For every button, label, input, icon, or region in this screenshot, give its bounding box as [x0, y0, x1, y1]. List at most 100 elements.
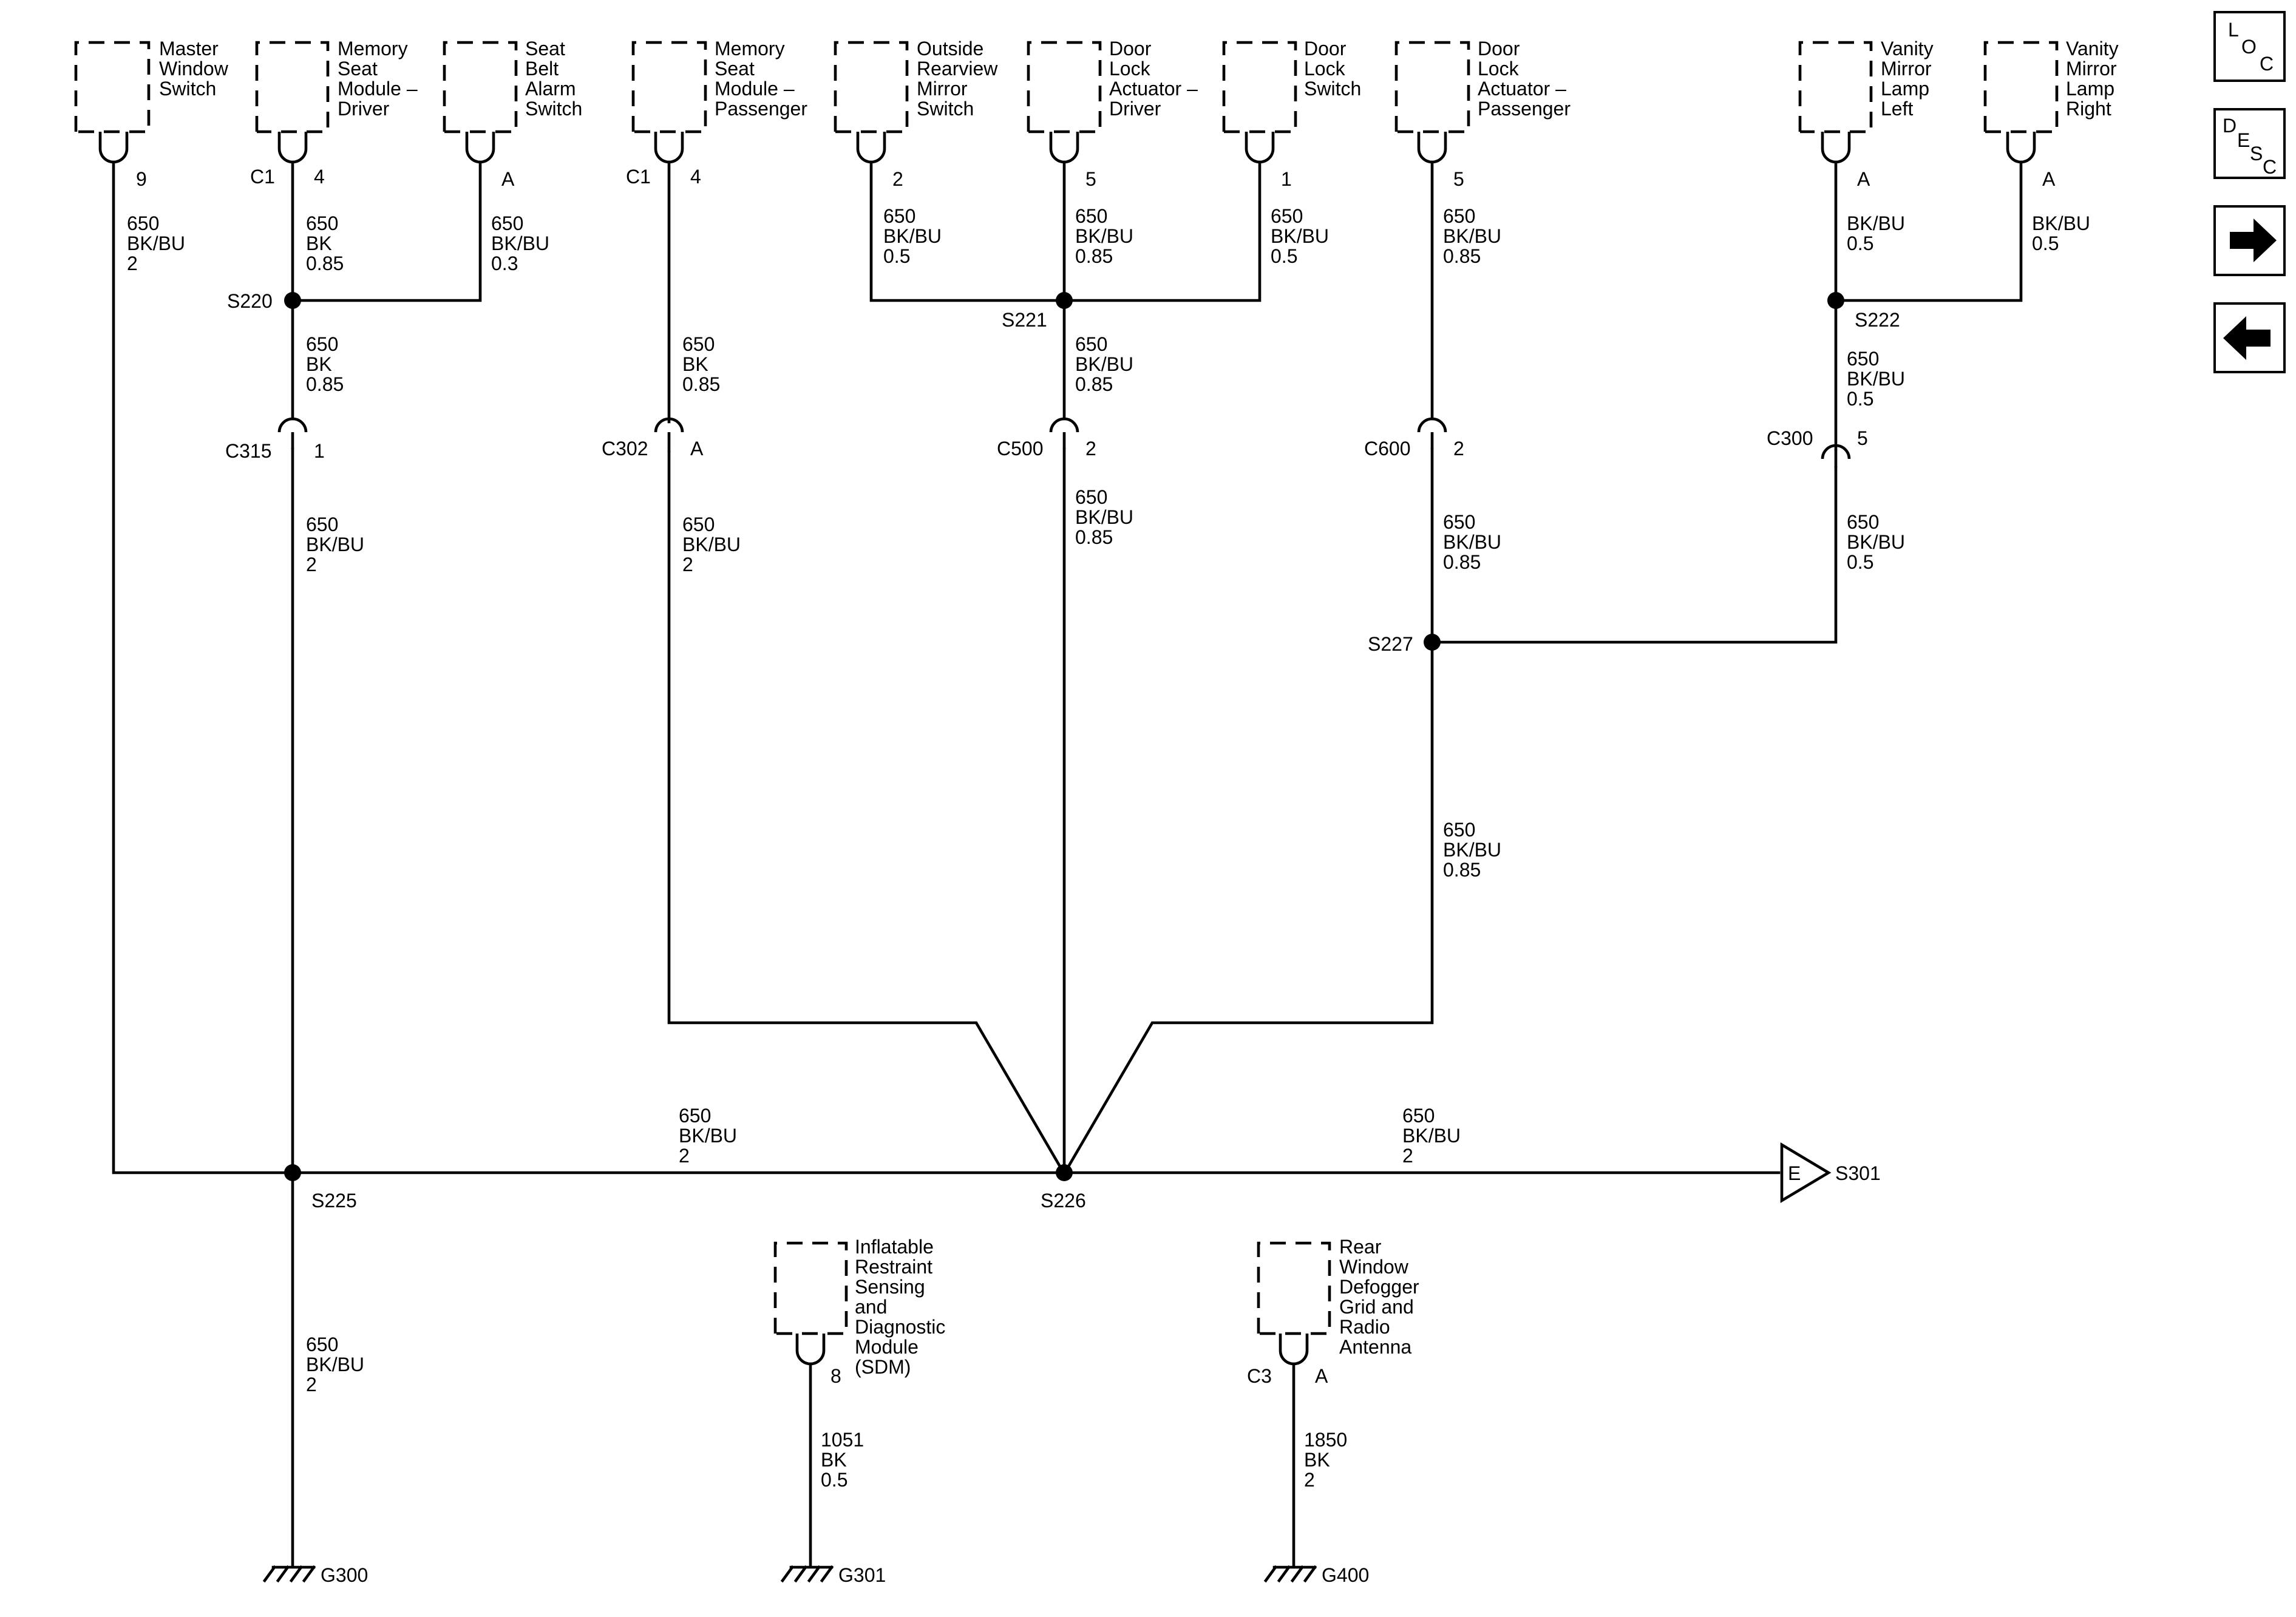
wire-color: BK/BU: [679, 1125, 737, 1147]
wire-circuit: 650: [127, 212, 159, 234]
wire-color: BK: [682, 353, 708, 375]
component-label-line: Sensing: [855, 1276, 925, 1298]
door-lock-switch-component: Door Lock Switch: [1222, 38, 1361, 134]
terminal-door-lock-switch: [1245, 132, 1275, 164]
wire-circuit: 1051: [821, 1429, 864, 1451]
component-label-line: and: [855, 1296, 887, 1318]
wire-circuit: 650: [1443, 205, 1475, 227]
wire-color: BK/BU: [682, 534, 741, 555]
connector-name: C500: [997, 438, 1044, 459]
component-label-line: (SDM): [855, 1356, 911, 1378]
splice-s225-dot: [284, 1164, 301, 1181]
component-label-line: Switch: [525, 98, 582, 120]
ground-label: G301: [838, 1564, 886, 1586]
connector-name: C300: [1767, 427, 1813, 449]
component-label-line: Memory: [338, 38, 408, 59]
terminal-master-window: [98, 132, 129, 164]
pin-label: 2: [892, 168, 903, 190]
component-label-line: Door: [1478, 38, 1520, 59]
component-label-line: Module –: [715, 78, 795, 100]
outside-rearview-mirror-switch-component: Outside Rearview Mirror Switch: [834, 38, 998, 134]
component-label-line: Antenna: [1339, 1336, 1411, 1358]
wire-color: BK: [306, 232, 332, 254]
wire-circuit: 650: [1075, 333, 1107, 355]
pin-label: 4: [314, 166, 325, 188]
component-label-line: Door: [1109, 38, 1152, 59]
arrow-right-icon: [2230, 219, 2277, 262]
connector-c600: [1417, 417, 1447, 449]
wire-size: 0.3: [491, 253, 518, 274]
next-page-button[interactable]: [2213, 205, 2286, 276]
terminal-outside-mirror: [856, 132, 886, 164]
component-label-line: Defogger: [1339, 1276, 1419, 1298]
terminal-door-lock-act-driver: [1049, 132, 1079, 164]
wire-size: 0.5: [1271, 245, 1297, 267]
arrow-left-icon: [2223, 316, 2271, 360]
component-label-line: Actuator –: [1478, 78, 1566, 100]
splice-s226-dot: [1056, 1164, 1073, 1181]
component-label-line: Left: [1881, 98, 1913, 120]
desc-letter: C: [2263, 156, 2277, 178]
seat-belt-alarm-switch-component: Seat Belt Alarm Switch: [443, 38, 582, 134]
offpage-letter: E: [1788, 1162, 1801, 1184]
splice-s220-dot: [284, 292, 301, 309]
component-label-line: Mirror: [2066, 58, 2117, 80]
loc-button[interactable]: L O C: [2213, 11, 2286, 82]
wire-size: 0.5: [2032, 232, 2059, 254]
component-label-line: Driver: [1109, 98, 1161, 120]
wire-color: BK/BU: [883, 225, 942, 247]
desc-letter: S: [2250, 143, 2263, 164]
wire-size: 0.85: [1443, 245, 1481, 267]
terminal-sdm: [795, 1334, 826, 1366]
component-label-line: Mirror: [917, 78, 968, 100]
component-label-line: Switch: [917, 98, 974, 120]
wire-labels: 650 BK/BU 2 650 BK 0.85 650 BK/BU 0.3 65…: [127, 205, 2090, 1491]
splice-s221-dot: [1056, 292, 1073, 309]
wire-color: BK/BU: [1075, 506, 1133, 528]
inline-connectors: [277, 417, 1851, 467]
connector-pin: 1: [314, 440, 325, 462]
component-label-line: Diagnostic: [855, 1316, 945, 1338]
wire-circuit: 650: [1443, 819, 1475, 841]
wire-size: 0.5: [1847, 551, 1873, 573]
connector-name: C302: [602, 438, 648, 459]
splice-label: S226: [1041, 1190, 1086, 1212]
inline-connector-labels: C315 1 C302 A C500 2 C600 2 C300 5: [225, 427, 1868, 462]
pin-label: A: [1857, 168, 1870, 190]
wire-size: 2: [1402, 1145, 1413, 1167]
desc-button[interactable]: D E S C: [2213, 108, 2286, 179]
vanity-mirror-lamp-right-component: Vanity Mirror Lamp Right: [1983, 38, 2119, 134]
wire-color: BK: [306, 353, 332, 375]
splice-labels: S220 S221 S222 S227 S225 S226: [227, 290, 1900, 1212]
component-label-line: Restraint: [855, 1256, 932, 1278]
terminal-vanity-right: [2006, 132, 2036, 164]
connector-name: C600: [1364, 438, 1411, 459]
connector-label: C3: [1247, 1365, 1272, 1387]
component-label-line: Door: [1304, 38, 1347, 59]
sdm-component: Inflatable Restraint Sensing and Diagnos…: [773, 1236, 945, 1378]
splice-dots: [284, 292, 1844, 1181]
component-label-line: Vanity: [1881, 38, 1934, 59]
connector-pin: 5: [1857, 427, 1868, 449]
wire-circuit: 650: [883, 205, 915, 227]
terminal-mem-driver: [277, 132, 308, 164]
memory-seat-module-driver-component: Memory Seat Module – Driver: [255, 38, 418, 134]
component-label-line: Lamp: [2066, 78, 2114, 100]
loc-letter: L: [2228, 19, 2239, 41]
pin-label: 1: [1281, 168, 1292, 190]
wire-circuit: 650: [306, 333, 338, 355]
prev-page-button[interactable]: [2213, 302, 2286, 373]
component-label-line: Memory: [715, 38, 785, 59]
component-label-line: Radio: [1339, 1316, 1390, 1338]
component-label-line: Mirror: [1881, 58, 1932, 80]
wire-circuit: 650: [491, 212, 523, 234]
wire-circuit: 650: [1847, 348, 1879, 370]
wire-color: BK/BU: [306, 1354, 364, 1375]
wire-size: 2: [1304, 1469, 1315, 1491]
wires: [112, 160, 2023, 1568]
wire-circuit: 1850: [1304, 1429, 1347, 1451]
wire-color: BK/BU: [1075, 353, 1133, 375]
wire-color: BK/BU: [1443, 225, 1501, 247]
wire-size: 2: [679, 1145, 690, 1167]
